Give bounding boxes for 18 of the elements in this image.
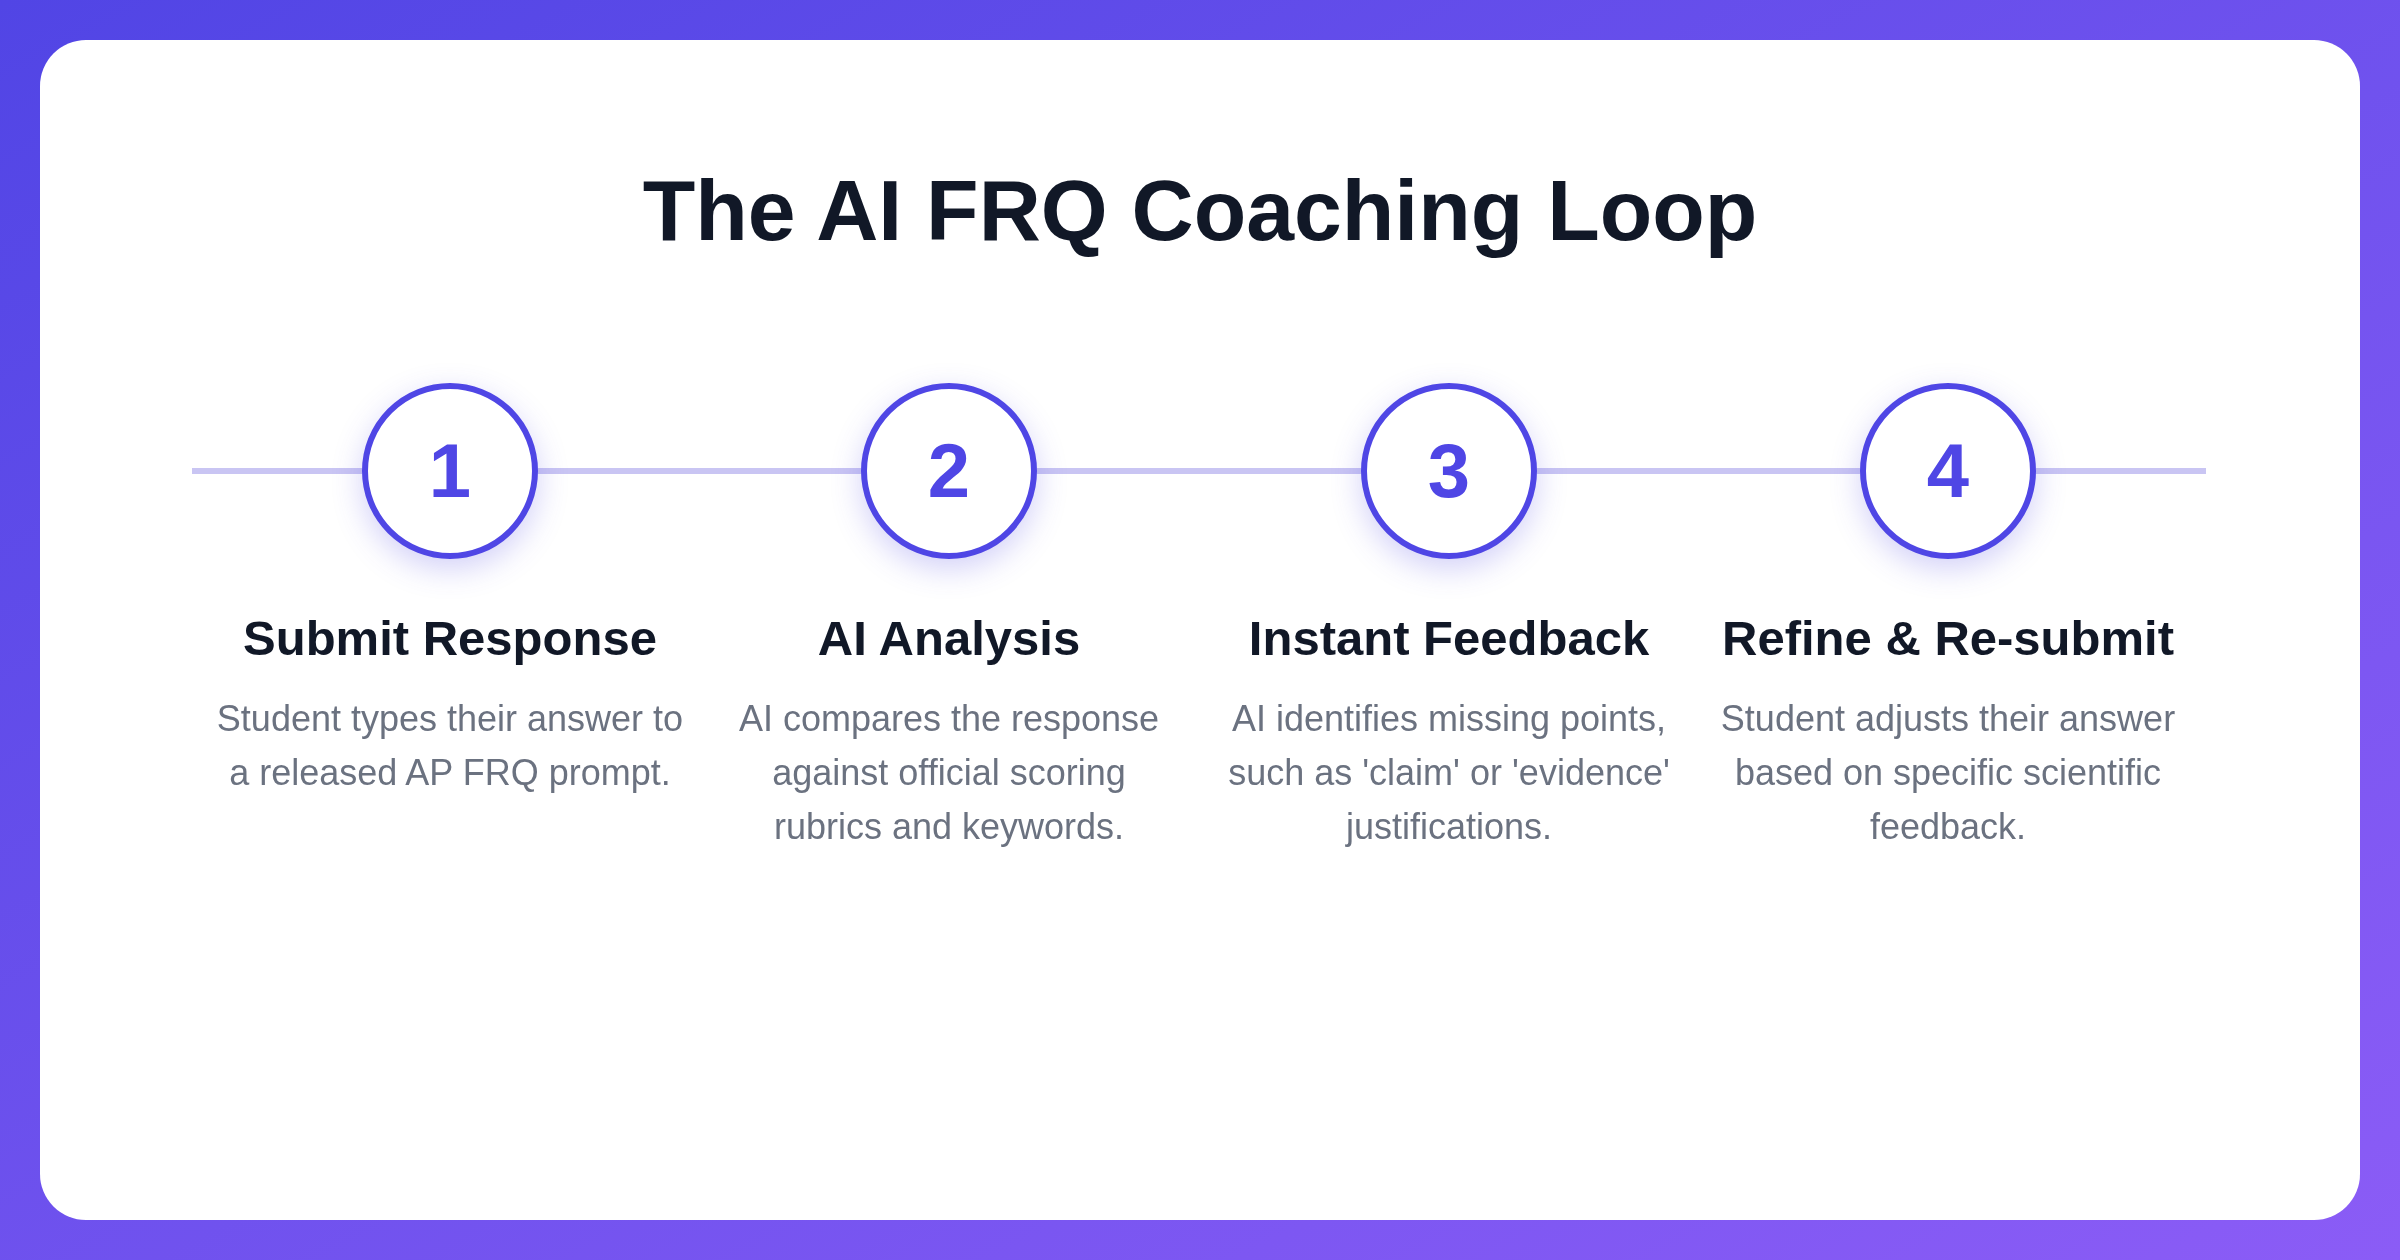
- step-description: AI identifies missing points, such as 'claim' or 'evidence' justifications.: [1227, 697, 1671, 849]
- step-number: 3: [1427, 433, 1471, 509]
- timeline-connector: [1537, 468, 1860, 474]
- step-heading: Instant Feedback: [1247, 610, 1651, 667]
- step-heading: Submit Response: [242, 610, 658, 667]
- timeline-connector: [192, 468, 362, 474]
- step-heading: Refine & Re-submit: [1721, 610, 2175, 667]
- step-description: Student types their answer to a released AP FRQ prompt.: [215, 697, 685, 795]
- diagram-title: The AI FRQ Coaching Loop: [641, 161, 1759, 260]
- timeline-connector: [538, 468, 861, 474]
- step-number: 1: [428, 433, 472, 509]
- step-number: 2: [927, 433, 971, 509]
- step-heading: AI Analysis: [816, 610, 1082, 667]
- timeline-connector: [1037, 468, 1361, 474]
- timeline-connector: [2036, 468, 2206, 474]
- step-description: Student adjusts their answer based on specific scientific feedback.: [1719, 697, 2177, 849]
- step-description: AI compares the response against official scoring rubrics and keywords.: [737, 697, 1161, 849]
- step-number: 4: [1926, 433, 1970, 509]
